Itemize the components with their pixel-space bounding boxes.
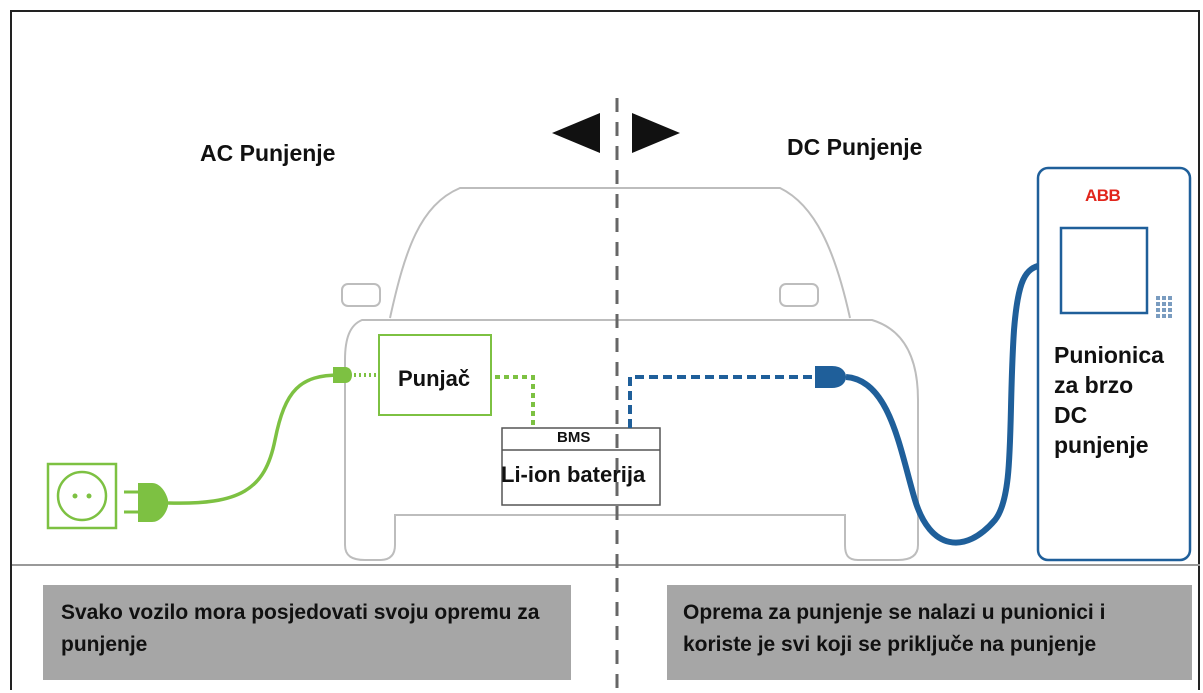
dc-internal-link	[628, 375, 815, 428]
keypad-icon	[1156, 296, 1172, 318]
station-label-line: DC	[1054, 402, 1088, 428]
mirror-left	[341, 283, 381, 307]
station-label-line: za brzo	[1054, 372, 1134, 398]
onboard-charger-box	[378, 334, 492, 416]
bms-label: BMS	[557, 429, 591, 446]
station-screen	[1059, 226, 1149, 315]
dc-charging-title: DC Punjenje	[787, 134, 923, 160]
brand-logo: ABB	[1085, 186, 1121, 205]
station-label: Punionica za brzo DC punjenje	[1054, 340, 1164, 460]
mirror-right	[779, 283, 819, 307]
ac-cable	[167, 373, 341, 505]
socket-box	[46, 462, 118, 530]
ac-internal-link	[495, 375, 535, 428]
dc-note: Oprema za punjenje se nalazi u punionici…	[667, 585, 1192, 680]
ac-note: Svako vozilo mora posjedovati svoju opre…	[43, 585, 571, 680]
arrow-left-icon	[552, 113, 600, 153]
station-label-line: Punionica	[1054, 342, 1164, 368]
dc-plug-icon	[815, 366, 846, 388]
battery-box	[501, 427, 661, 506]
ac-charging-title: AC Punjenje	[200, 140, 336, 166]
car-cabin	[389, 187, 851, 319]
battery-label: Li-ion baterija	[501, 462, 646, 487]
diagram-frame	[10, 10, 1200, 690]
plug-icon	[138, 483, 168, 522]
arrow-right-icon	[632, 113, 680, 153]
station-label-line: punjenje	[1054, 432, 1149, 458]
socket-face	[56, 470, 108, 522]
charger-label: Punjač	[398, 366, 471, 391]
dc-cable	[845, 262, 1043, 546]
